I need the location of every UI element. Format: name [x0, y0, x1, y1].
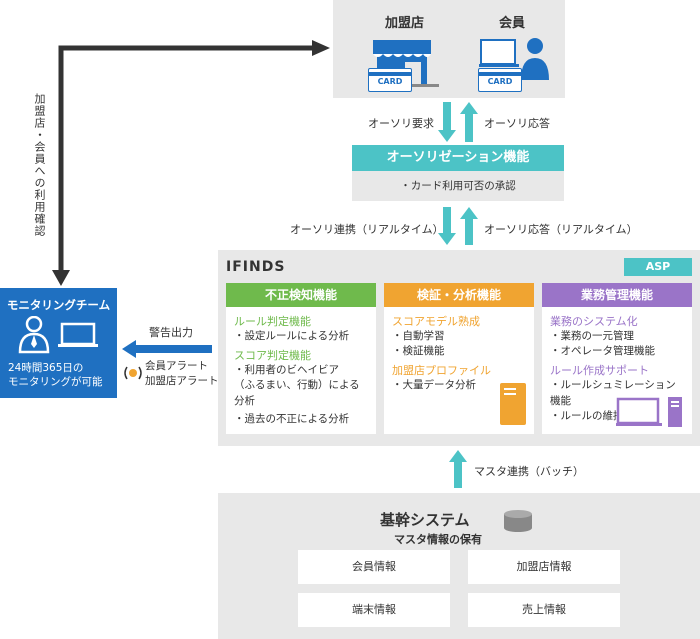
realtime-link-label: オーソリ連携（リアルタイム） [290, 223, 444, 236]
monitoring-connector [52, 40, 330, 286]
asp-badge: ASP [624, 258, 692, 276]
store-profile-label: 加盟店プロファイル [392, 364, 491, 378]
core-system-title: 基幹システム [380, 511, 470, 529]
auth-function-desc-box: ・カード利用可否の承認 [352, 171, 564, 201]
score-model-label: スコアモデル熟成 [392, 315, 480, 328]
score-judgment-items: ・利用者のビヘイビア （ふるまい、行動）による分析 [234, 364, 360, 407]
sales-info-cell: 売上情報 [468, 593, 620, 627]
rule-judgment-label: ルール判定機能 [234, 315, 311, 328]
master-link-label: マスタ連携（バッチ） [474, 465, 584, 478]
monitoring-team-panel: モニタリングチーム 24時間365日の モニタリングが可能 [0, 288, 117, 398]
business-mgmt-card: 業務のシステム化 ・業務の一元管理 ・オペレータ管理機能 ルール作成サポート ・… [542, 307, 692, 434]
member-icon [479, 34, 559, 90]
auth-response-label: オーソリ応答 [484, 117, 550, 130]
member-alert-label: 会員アラート [145, 360, 208, 372]
monitoring-team-desc: 24時間365日の モニタリングが可能 [8, 362, 103, 388]
systemization-items: ・業務の一元管理 ・オペレータ管理機能 [550, 330, 655, 358]
ifinds-title: IFINDS [226, 259, 286, 275]
fraud-detection-header: 不正検知機能 [226, 283, 376, 307]
analysis-card: スコアモデル熟成 ・自動学習 ・検証機能 加盟店プロファイル ・大量データ分析 [384, 307, 534, 434]
terminal-info-cell: 端末情報 [298, 593, 450, 627]
database-icon [504, 510, 532, 532]
store-card-label: CARD [377, 77, 403, 86]
alert-output-label: 警告出力 [149, 326, 193, 339]
realtime-response-label: オーソリ応答（リアルタイム） [484, 223, 638, 236]
score-model-items: ・自動学習 ・検証機能 [392, 330, 445, 358]
fraud-detection-card: ルール判定機能 ・設定ルールによる分析 スコア判定機能 ・利用者のビヘイビア （… [226, 307, 376, 434]
auth-up-arrow [460, 102, 478, 142]
analysis-header: 検証・分析機能 [384, 283, 534, 307]
core-system-subtitle: マスタ情報の保有 [394, 533, 482, 546]
store-profile-items: ・大量データ分析 [392, 379, 476, 392]
store-card: CARD [368, 68, 412, 92]
auth-function-desc: ・カード利用可否の承認 [400, 180, 516, 192]
top-panel: 加盟店 会員 CARD CARD [333, 0, 565, 98]
score-judgment-label: スコア判定機能 [234, 349, 311, 363]
past-fraud-item: ・過去の不正による分析 [234, 412, 350, 425]
usage-confirmation-label: 加盟店・会員への利用確認 [33, 93, 46, 237]
store-info-cell: 加盟店情報 [468, 550, 620, 584]
realtime-up-arrow [460, 207, 478, 245]
rule-judgment-items: ・設定ルールによる分析 [234, 330, 350, 342]
alert-arrow [122, 340, 212, 358]
business-mgmt-header: 業務管理機能 [542, 283, 692, 307]
store-label: 加盟店 [385, 16, 425, 31]
master-up-arrow [449, 450, 467, 488]
alarm-icon [122, 364, 144, 382]
store-alert-label: 加盟店アラート [145, 375, 219, 387]
auth-request-label: オーソリ要求 [368, 117, 434, 130]
member-card-label: CARD [487, 77, 513, 86]
member-card: CARD [478, 68, 522, 92]
core-system-panel: 基幹システム マスタ情報の保有 会員情報 加盟店情報 端末情報 売上情報 [218, 493, 700, 639]
auth-down-arrow [438, 102, 456, 142]
auth-function-title: オーソリゼーション機能 [352, 145, 564, 171]
member-label: 会員 [499, 16, 526, 31]
ifinds-panel: IFINDS ASP 不正検知機能 ルール判定機能 ・設定ルールによる分析 スコ… [218, 250, 700, 446]
operator-icon [18, 316, 102, 354]
server-icon [500, 383, 526, 425]
member-info-cell: 会員情報 [298, 550, 450, 584]
rule-support-items: ・ルールシュミレーション機能 ・ルールの維持 [550, 379, 676, 422]
computer-icon [616, 397, 684, 429]
systemization-label: 業務のシステム化 [550, 315, 638, 328]
rule-support-label: ルール作成サポート [550, 364, 649, 378]
realtime-down-arrow [438, 207, 456, 245]
monitoring-team-title: モニタリングチーム [6, 298, 111, 312]
